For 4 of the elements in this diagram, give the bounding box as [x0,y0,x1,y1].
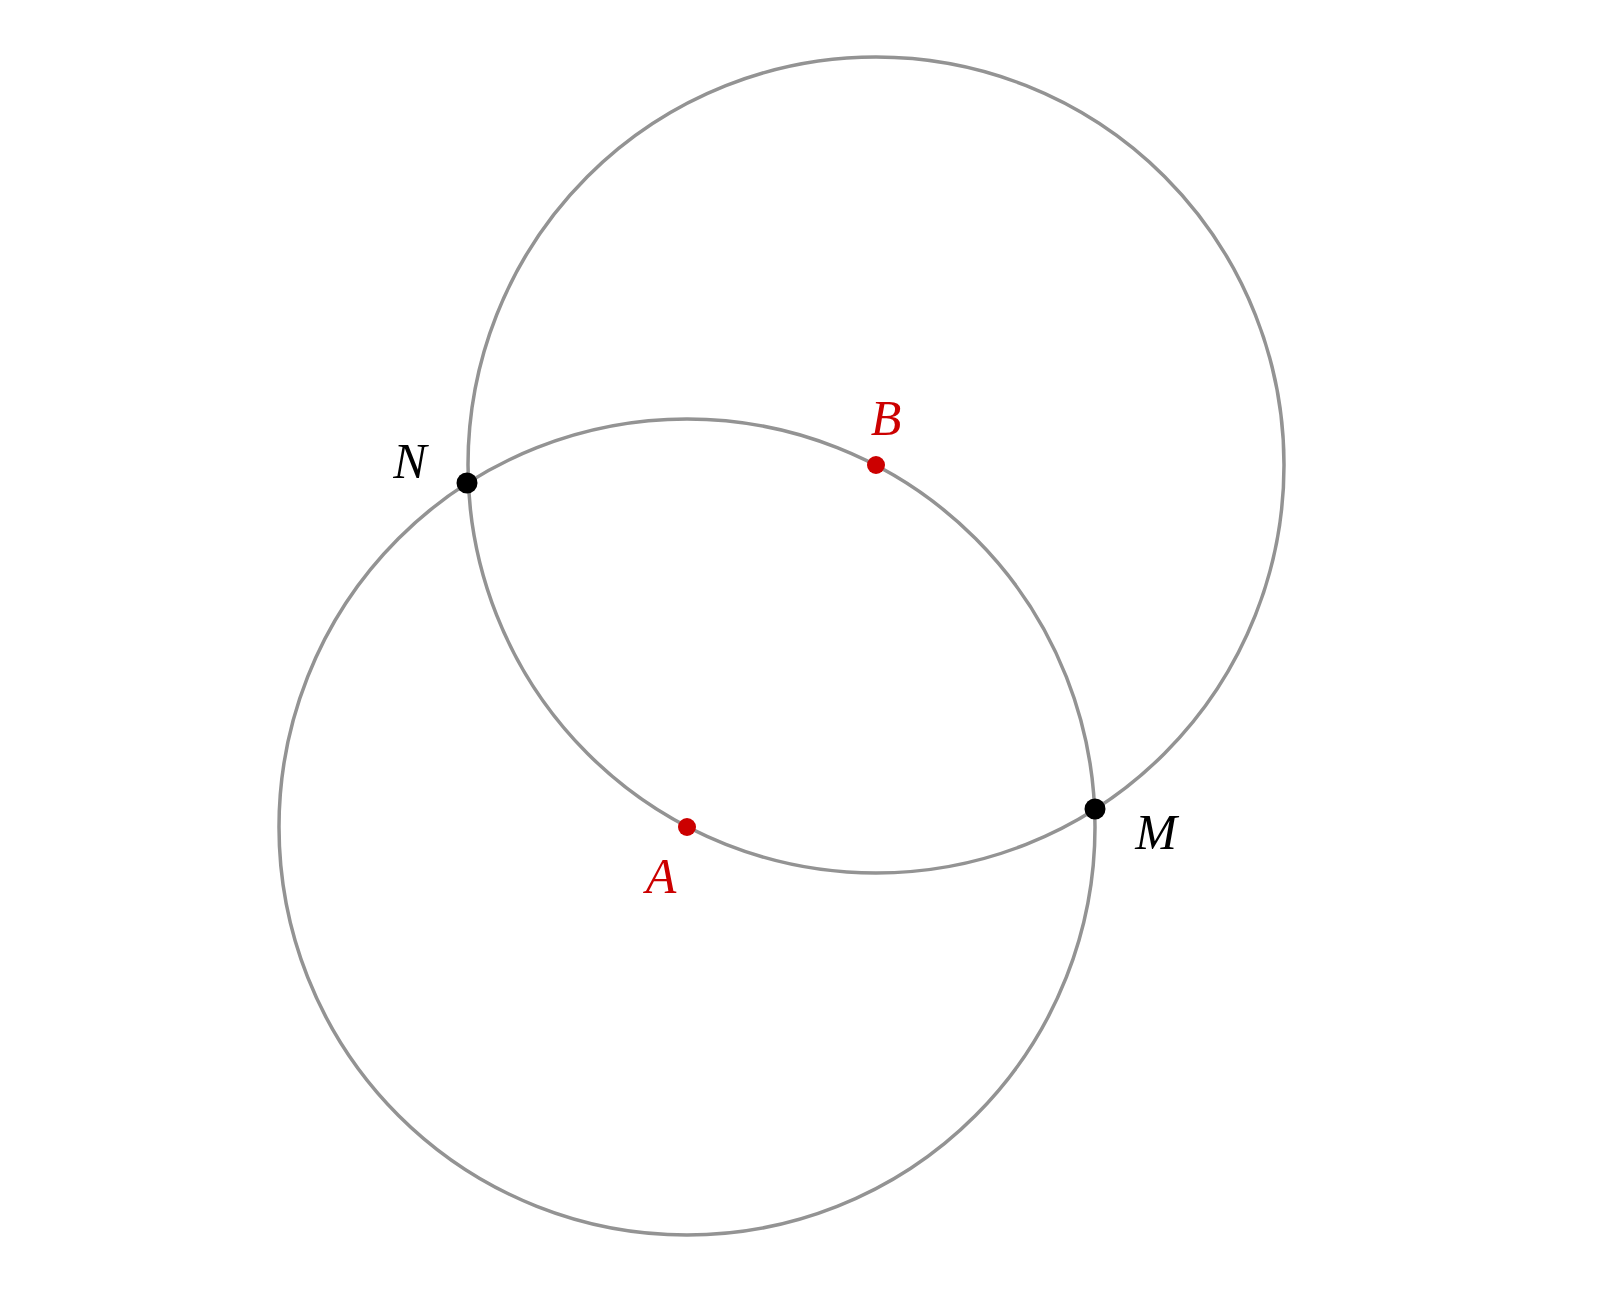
point-label: N [393,436,427,486]
point-label: A [645,851,677,901]
point-label: B [870,393,902,443]
point-label: M [1135,807,1177,857]
